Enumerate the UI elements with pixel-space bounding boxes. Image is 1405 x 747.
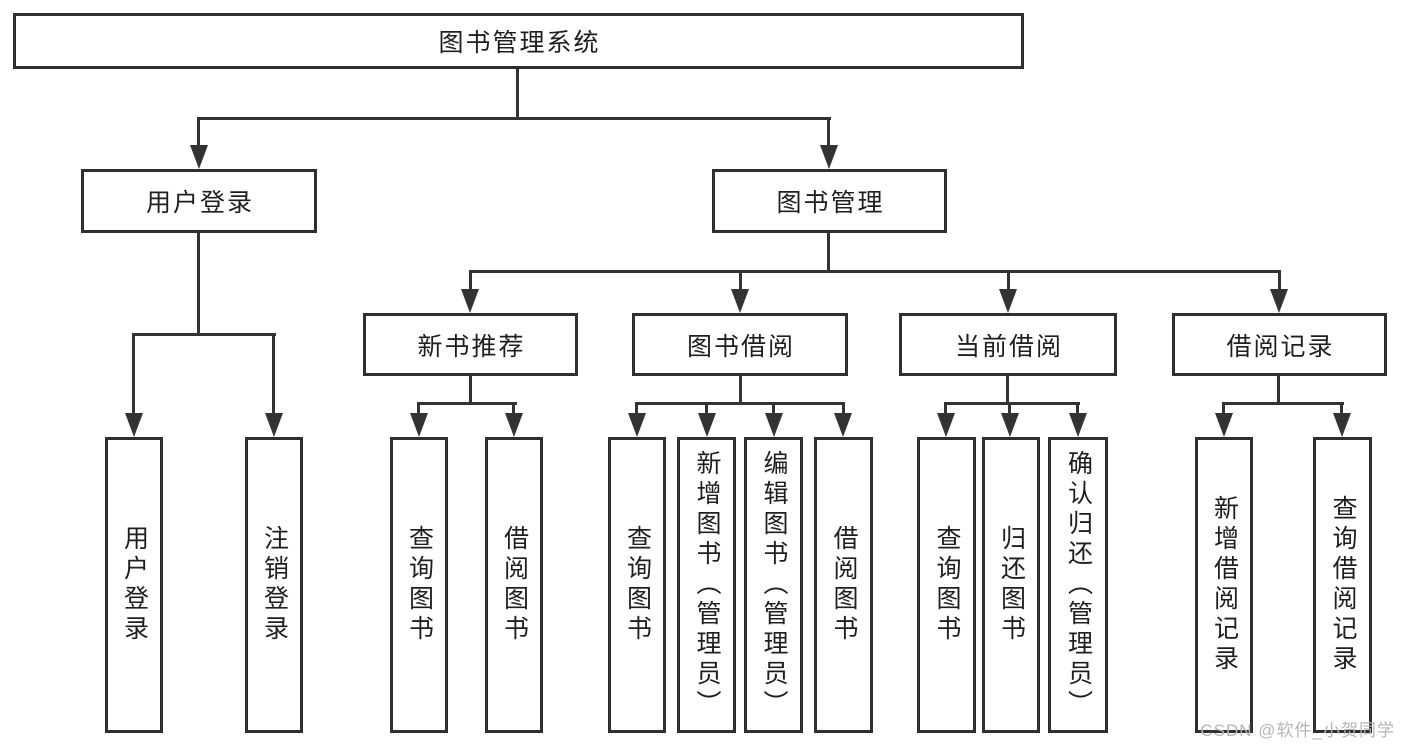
connector-line	[1277, 376, 1280, 404]
arrow-down-icon	[1333, 413, 1351, 437]
confirm-return-admin-leaf: 确认归还（管理员）	[1048, 437, 1108, 733]
connector-line	[705, 402, 708, 415]
connector-line	[635, 402, 638, 415]
logout-leaf: 注销登录	[245, 437, 303, 733]
arrow-down-icon	[461, 289, 479, 313]
borrow-record-node: 借阅记录	[1172, 313, 1387, 376]
root-node-label: 图书管理系统	[438, 29, 601, 57]
connector-line	[1007, 270, 1010, 291]
book-borrow-label: 图书借阅	[686, 332, 795, 361]
connector-line	[197, 117, 200, 147]
arrow-down-icon	[125, 413, 143, 437]
connector-line	[772, 402, 775, 415]
user-login-leaf-label: 用户登录	[120, 525, 149, 645]
arrow-down-icon	[628, 413, 646, 437]
user-login-node-label: 用户登录	[145, 189, 254, 217]
connector-line	[516, 68, 519, 118]
connector-line	[739, 270, 742, 291]
query-books-leaf-2: 查询图书	[608, 437, 666, 733]
query-books-leaf-1: 查询图书	[390, 437, 448, 733]
query-books-leaf-3: 查询图书	[917, 437, 976, 733]
connector-line	[469, 376, 472, 404]
connector-line	[944, 402, 947, 415]
edit-book-admin-leaf: 编辑图书（管理员）	[744, 437, 803, 733]
add-book-admin-leaf: 新增图书（管理员）	[677, 437, 736, 733]
arrow-down-icon	[265, 413, 283, 437]
arrow-down-icon	[1215, 413, 1233, 437]
arrow-down-icon	[1069, 413, 1087, 437]
user-login-node: 用户登录	[81, 169, 317, 233]
query-borrow-record-leaf: 查询借阅记录	[1313, 437, 1372, 733]
new-book-recommend-label: 新书推荐	[417, 332, 526, 361]
arrow-down-icon	[765, 413, 783, 437]
current-borrow-node: 当前借阅	[899, 313, 1117, 376]
borrow-books-leaf-1: 借阅图书	[485, 437, 543, 733]
arrow-down-icon	[190, 145, 208, 169]
connector-line	[132, 333, 276, 336]
add-borrow-record-leaf: 新增借阅记录	[1195, 437, 1253, 733]
borrow-books-leaf-2: 借阅图书	[814, 437, 873, 733]
add-borrow-record-leaf-label: 新增借阅记录	[1210, 495, 1239, 675]
arrow-down-icon	[505, 413, 523, 437]
book-management-node-label: 图书管理	[776, 189, 885, 217]
query-books-leaf-1-label: 查询图书	[405, 525, 434, 645]
query-books-leaf-3-label: 查询图书	[933, 525, 961, 645]
connector-line	[827, 117, 830, 147]
logout-leaf-label: 注销登录	[260, 525, 289, 645]
confirm-return-admin-leaf-label: 确认归还（管理员）	[1064, 450, 1093, 720]
connector-line	[469, 270, 1281, 273]
return-book-leaf: 归还图书	[982, 437, 1040, 733]
connector-line	[1006, 376, 1009, 404]
connector-line	[635, 402, 845, 405]
arrow-down-icon	[937, 413, 955, 437]
connector-line	[842, 402, 845, 415]
connector-line	[417, 402, 517, 405]
current-borrow-label: 当前借阅	[954, 332, 1063, 361]
arrow-down-icon	[999, 289, 1017, 313]
arrow-down-icon	[1270, 289, 1288, 313]
arrow-down-icon	[731, 289, 749, 313]
connector-line	[1278, 270, 1281, 291]
connector-line	[944, 402, 1080, 405]
add-book-admin-leaf-label: 新增图书（管理员）	[693, 450, 721, 720]
arrow-down-icon	[820, 145, 838, 169]
root-node: 图书管理系统	[13, 13, 1024, 69]
book-borrow-node: 图书借阅	[632, 313, 848, 376]
new-book-recommend-node: 新书推荐	[363, 313, 578, 376]
connector-line	[739, 376, 742, 404]
csdn-watermark: CSDN @软件_小贺同学	[1200, 721, 1395, 740]
connector-line	[197, 117, 831, 120]
connector-line	[132, 333, 135, 415]
borrow-books-leaf-2-label: 借阅图书	[830, 525, 858, 645]
connector-line	[272, 333, 275, 415]
connector-line	[469, 270, 472, 291]
query-borrow-record-leaf-label: 查询借阅记录	[1329, 495, 1357, 675]
connector-line	[1340, 402, 1343, 415]
arrow-down-icon	[698, 413, 716, 437]
connector-line	[1076, 402, 1079, 415]
connector-line	[512, 402, 515, 415]
borrow-books-leaf-1-label: 借阅图书	[500, 525, 529, 645]
edit-book-admin-leaf-label: 编辑图书（管理员）	[760, 450, 788, 720]
arrow-down-icon	[410, 413, 428, 437]
book-management-node: 图书管理	[712, 169, 947, 233]
arrow-down-icon	[834, 413, 852, 437]
borrow-record-label: 借阅记录	[1226, 332, 1335, 361]
return-book-leaf-label: 归还图书	[997, 525, 1026, 645]
query-books-leaf-2-label: 查询图书	[623, 525, 652, 645]
connector-line	[1222, 402, 1225, 415]
connector-line	[1008, 402, 1011, 415]
connector-line	[827, 232, 830, 272]
connector-line	[417, 402, 420, 415]
connector-line	[1222, 402, 1344, 405]
connector-line	[197, 233, 200, 335]
arrow-down-icon	[1001, 413, 1019, 437]
user-login-leaf: 用户登录	[105, 437, 163, 733]
